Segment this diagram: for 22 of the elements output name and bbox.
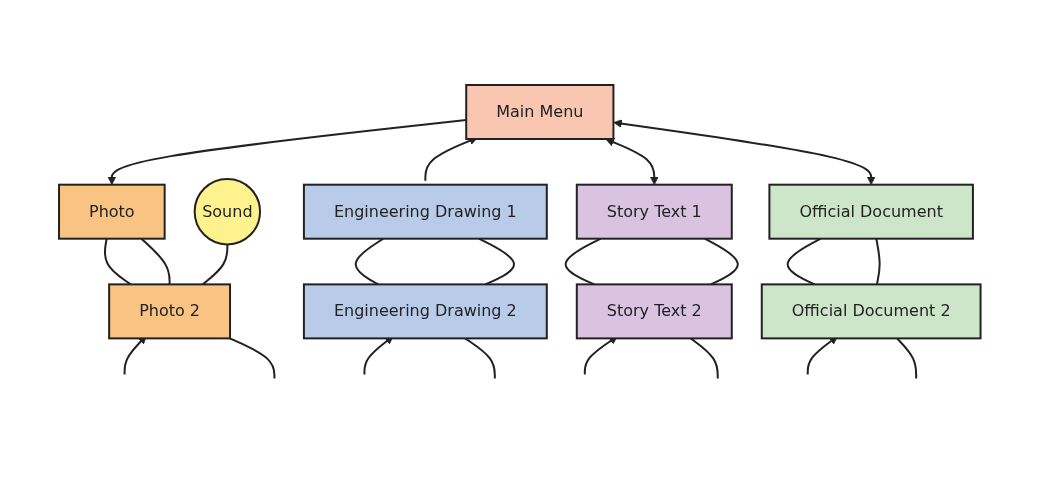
node-box: Story Text 1 xyxy=(575,184,733,240)
connector xyxy=(875,238,881,286)
node-box: Engineering Drawing 1 xyxy=(302,184,548,240)
connector xyxy=(201,243,229,286)
node-box: Photo 2 xyxy=(107,283,231,340)
connector xyxy=(689,337,719,380)
node-box: Story Text 2 xyxy=(575,283,733,340)
connector xyxy=(103,238,132,286)
node-box: Official Document xyxy=(768,184,974,240)
connector xyxy=(228,337,276,380)
connector xyxy=(140,238,171,286)
arrow xyxy=(613,119,876,186)
arrow xyxy=(605,138,659,186)
node-circle: Sound xyxy=(193,178,261,246)
connector xyxy=(463,337,496,380)
connector xyxy=(895,337,917,380)
node-box: Main Menu xyxy=(464,84,615,141)
connector xyxy=(354,238,384,286)
node-box: Engineering Drawing 2 xyxy=(302,283,548,340)
node-box: Official Document 2 xyxy=(760,283,982,340)
connector xyxy=(786,238,822,286)
node-box: Photo xyxy=(57,184,166,240)
